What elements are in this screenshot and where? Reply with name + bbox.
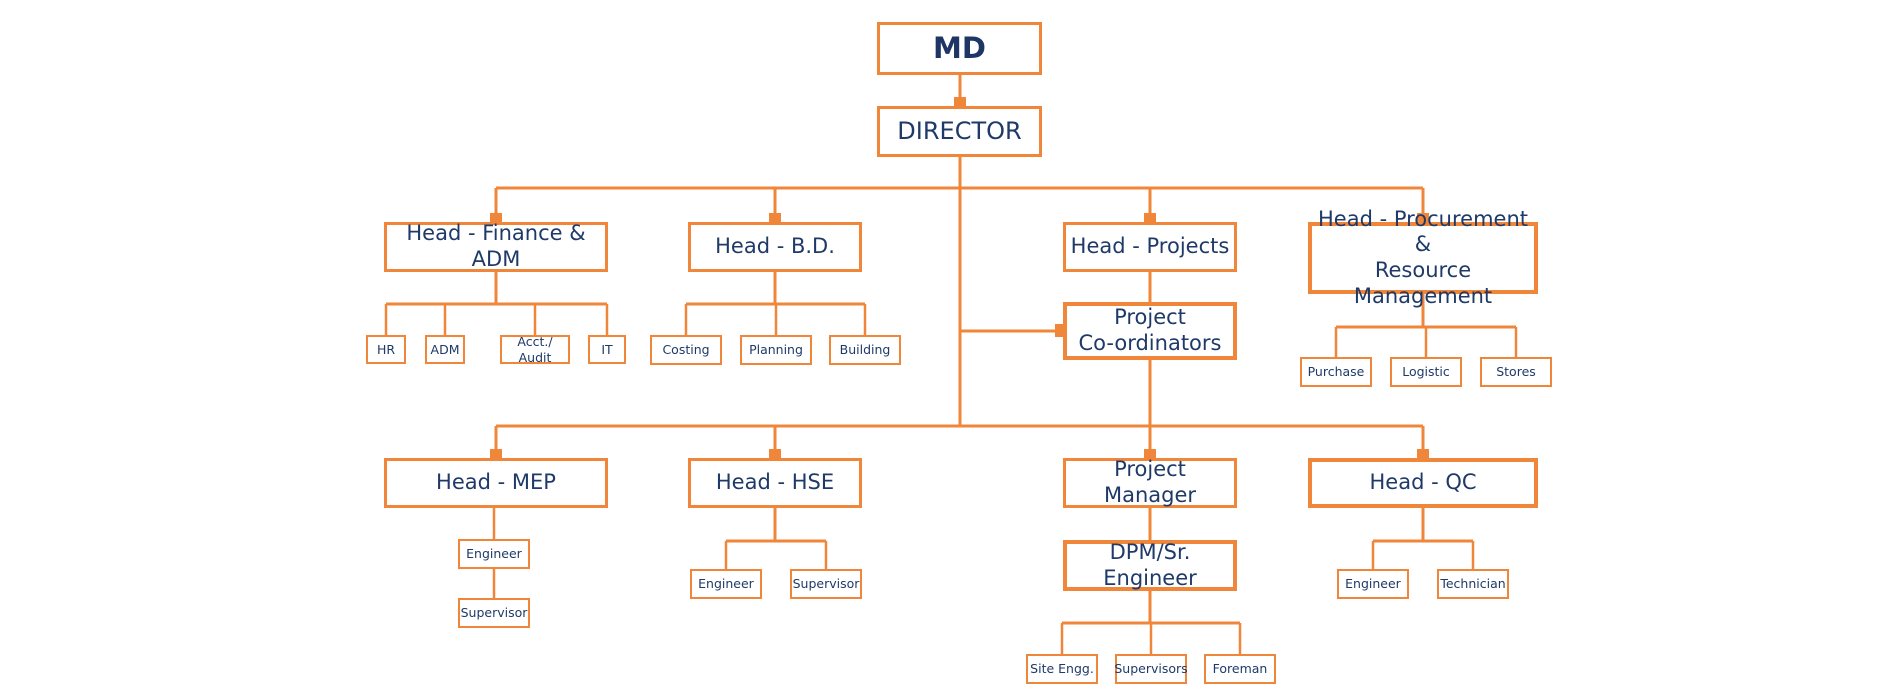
pm-item-site-engg-label: Site Engg. (1030, 661, 1094, 677)
qc-item-engineer-label: Engineer (1345, 576, 1401, 592)
connector-tab (769, 213, 781, 222)
head-procurement-line1: Head - Procurement & (1317, 206, 1529, 257)
procurement-item-purchase: Purchase (1300, 357, 1372, 387)
head-bd-box: Head - B.D. (688, 222, 862, 272)
procurement-item-stores: Stores (1480, 357, 1552, 387)
bd-item-costing-label: Costing (662, 342, 710, 358)
connector-tab (1144, 449, 1156, 458)
mep-item-supervisor-label: Supervisor (460, 605, 528, 621)
connector-tab (1144, 213, 1156, 222)
md-label: MD (933, 30, 986, 65)
director-label: DIRECTOR (897, 116, 1022, 145)
hse-item-supervisor-label: Supervisor (792, 576, 860, 592)
head-mep-box: Head - MEP (384, 458, 608, 508)
hse-item-supervisor: Supervisor (790, 569, 862, 599)
procurement-item-purchase-label: Purchase (1307, 364, 1365, 380)
mep-item-supervisor: Supervisor (458, 598, 530, 628)
pm-item-foreman-label: Foreman (1212, 661, 1268, 677)
project-coordinators-line1: Project (1114, 305, 1186, 330)
bd-item-building-label: Building (839, 342, 891, 358)
qc-item-engineer: Engineer (1337, 569, 1409, 599)
dpm-sr-engineer-box: DPM/Sr. Engineer (1063, 540, 1237, 591)
project-coordinators-box: Project Co-ordinators (1063, 302, 1237, 360)
connector-tab (490, 213, 502, 222)
project-coordinators-line2: Co-ordinators (1078, 331, 1222, 355)
hse-item-engineer-label: Engineer (698, 576, 754, 592)
bd-item-planning: Planning (740, 335, 812, 365)
procurement-item-stores-label: Stores (1496, 364, 1536, 380)
project-manager-label: Project Manager (1103, 457, 1197, 507)
head-projects-label: Head - Projects (1070, 234, 1230, 259)
head-procurement-box: Head - Procurement & Resource Management (1308, 207, 1538, 308)
finance-item-acct-audit: Acct./ Audit (500, 334, 570, 365)
director-box: DIRECTOR (877, 106, 1042, 157)
head-qc-box: Head - QC (1308, 458, 1538, 508)
bd-item-costing: Costing (650, 335, 722, 365)
head-bd-label: Head - B.D. (715, 234, 835, 259)
head-procurement-label: Head - Procurement & Resource Management (1312, 207, 1534, 309)
pm-item-supervisors-label: Supervisors (1114, 661, 1188, 677)
mep-item-engineer: Engineer (458, 539, 530, 569)
pm-item-supervisors: Supervisors (1114, 654, 1188, 684)
project-manager-box: Project Manager (1063, 457, 1237, 508)
dpm-sr-engineer-label: DPM/Sr. Engineer (1103, 539, 1197, 590)
bd-item-planning-label: Planning (749, 342, 803, 358)
finance-item-adm: ADM (425, 335, 465, 364)
procurement-item-logistic-label: Logistic (1402, 364, 1450, 380)
head-mep-label: Head - MEP (436, 470, 556, 495)
head-finance-label: Head - Finance & ADM (406, 221, 586, 271)
head-projects-box: Head - Projects (1063, 222, 1237, 272)
head-hse-box: Head - HSE (688, 458, 862, 508)
finance-item-hr: HR (366, 335, 406, 364)
head-procurement-line2: Resource Management (1353, 258, 1493, 308)
qc-item-technician: Technician (1437, 569, 1509, 599)
head-hse-label: Head - HSE (715, 470, 835, 495)
procurement-item-logistic: Logistic (1390, 357, 1462, 387)
connector-tab (769, 449, 781, 458)
finance-item-acct-audit-label: Acct./ Audit (517, 334, 553, 365)
finance-item-it: IT (588, 335, 626, 364)
connector-tab (1417, 213, 1429, 222)
finance-item-hr-label: HR (376, 341, 396, 357)
connector-tab (954, 97, 966, 106)
head-qc-label: Head - QC (1369, 470, 1477, 495)
finance-item-adm-label: ADM (430, 341, 460, 357)
pm-item-site-engg: Site Engg. (1026, 654, 1098, 684)
project-coordinators-label: Project Co-ordinators (1079, 305, 1222, 356)
qc-item-technician-label: Technician (1440, 576, 1506, 592)
md-box: MD (877, 22, 1042, 75)
mep-item-engineer-label: Engineer (466, 546, 522, 562)
head-finance-box: Head - Finance & ADM (384, 221, 608, 272)
finance-item-it-label: IT (601, 341, 613, 357)
connector-tab (1417, 449, 1429, 458)
hse-item-engineer: Engineer (690, 569, 762, 599)
connector-tab (1055, 324, 1064, 337)
bd-item-building: Building (829, 335, 901, 365)
pm-item-foreman: Foreman (1204, 654, 1276, 684)
connector-tab (490, 449, 502, 458)
